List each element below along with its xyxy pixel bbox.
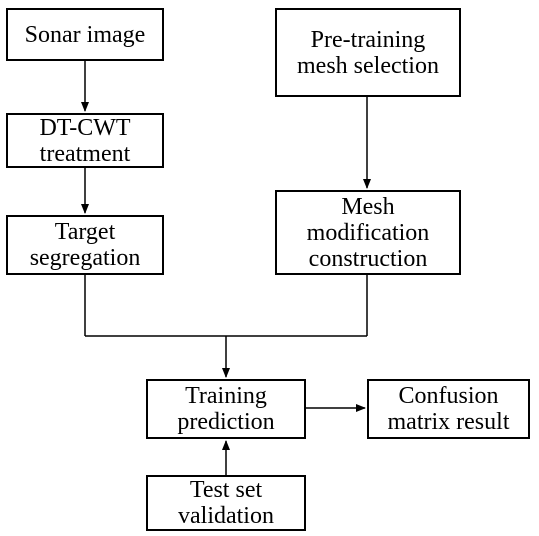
node-test-set-validation: Test set validation — [146, 475, 306, 531]
node-confusion-matrix-result: Confusion matrix result — [367, 379, 530, 439]
node-test-set-validation-label: Test set validation — [178, 477, 274, 529]
node-confusion-matrix-result-label: Confusion matrix result — [387, 383, 510, 435]
node-training-prediction-label: Training prediction — [177, 383, 275, 435]
node-sonar-image-label: Sonar image — [24, 21, 146, 48]
node-mesh-modification-construction: Mesh modification construction — [275, 190, 461, 275]
node-target-segregation-label: Target segregation — [29, 219, 141, 271]
node-training-prediction: Training prediction — [146, 379, 306, 439]
node-target-segregation: Target segregation — [6, 215, 164, 275]
node-mesh-modification-construction-label: Mesh modification construction — [306, 193, 430, 272]
node-dt-cwt-treatment: DT-CWT treatment — [6, 113, 164, 168]
node-sonar-image: Sonar image — [6, 8, 164, 61]
node-pretraining-mesh-selection: Pre-training mesh selection — [275, 8, 461, 97]
node-dt-cwt-treatment-label: DT-CWT treatment — [39, 114, 131, 167]
node-pretraining-mesh-selection-label: Pre-training mesh selection — [297, 26, 439, 79]
